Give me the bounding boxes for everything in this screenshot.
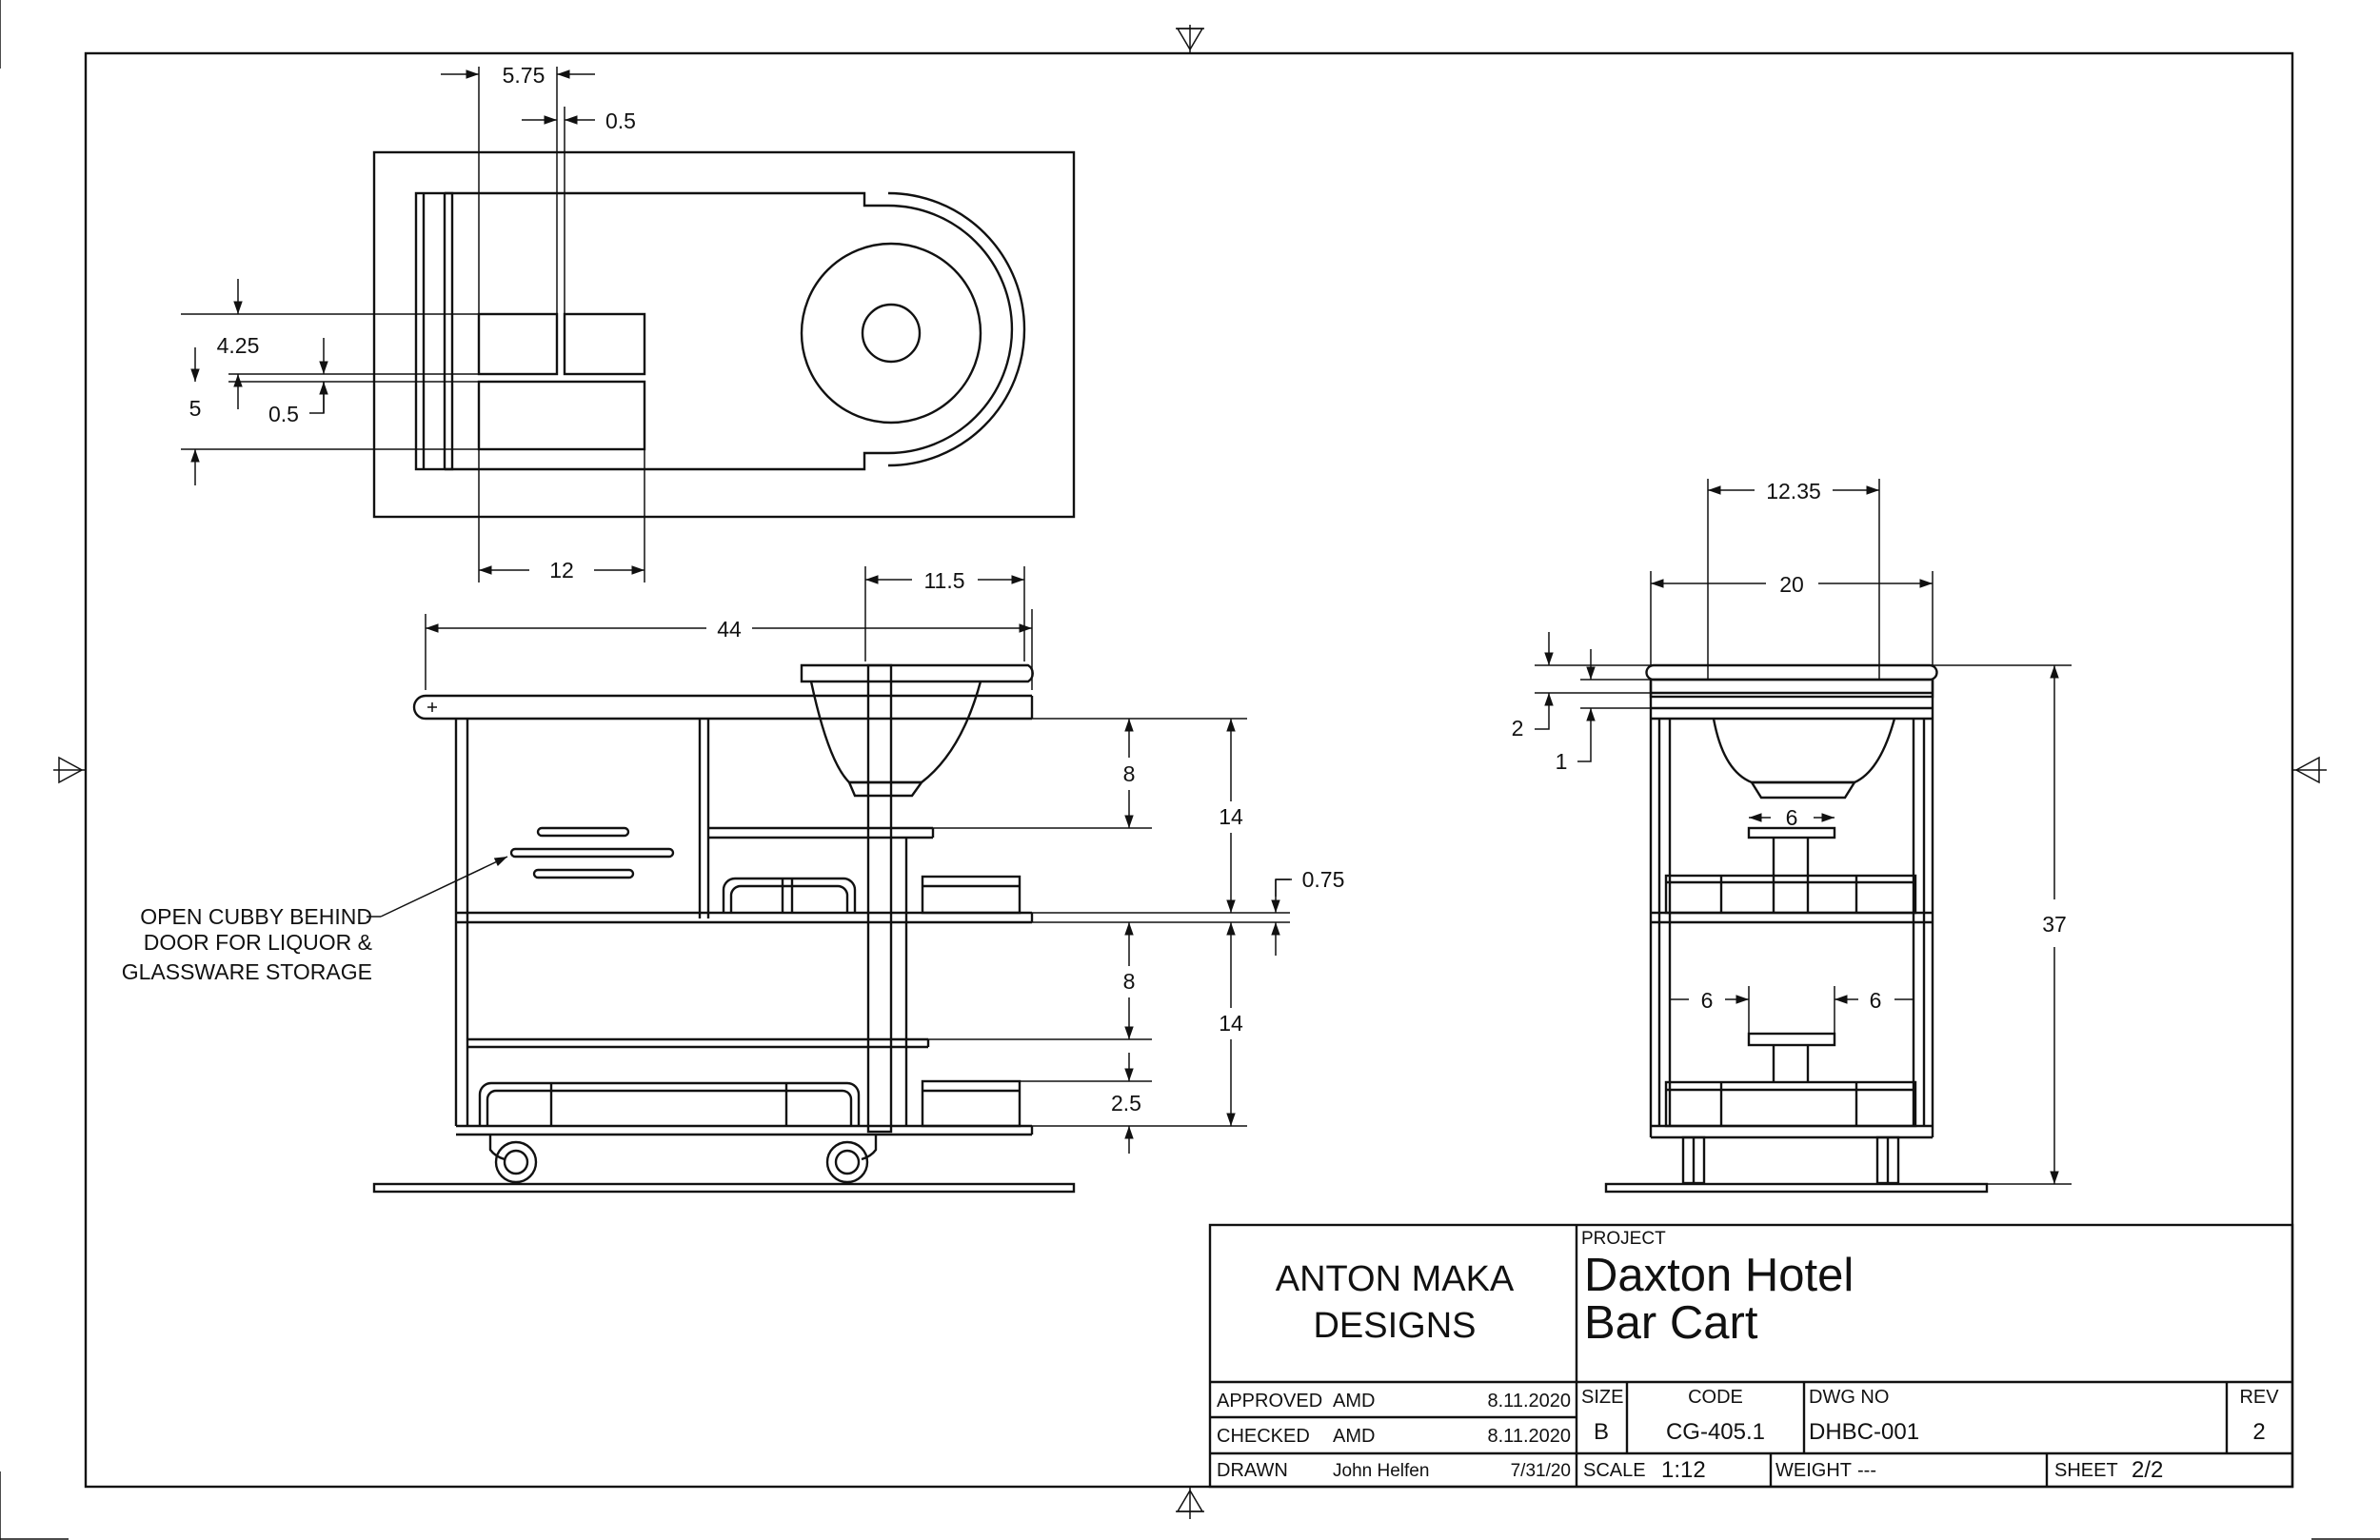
top-view: 5.75 0.5 4.25 5 0.5 12 [181, 63, 1076, 582]
company-name-line-1: ANTON MAKA [1276, 1259, 1515, 1299]
dim-0-5-top: 0.5 [605, 109, 636, 133]
drawn-by: John Helfen [1333, 1461, 1429, 1481]
checked-by: AMD [1333, 1426, 1375, 1447]
dim-0-5-left: 0.5 [268, 402, 299, 426]
callout-line-3: GLASSWARE STORAGE [122, 959, 372, 984]
scale-label: SCALE [1583, 1460, 1646, 1481]
dim-6-left: 6 [1701, 988, 1714, 1013]
size-value: B [1594, 1419, 1609, 1445]
dim-12-35: 12.35 [1766, 479, 1821, 503]
title-block: ANTON MAKA DESIGNS PROJECT Daxton Hotel … [1208, 1223, 2294, 1489]
dim-14-upper: 14 [1219, 804, 1243, 829]
size-label: SIZE [1581, 1387, 1623, 1408]
code-value: CG-405.1 [1666, 1419, 1765, 1445]
dim-6-right: 6 [1870, 988, 1882, 1013]
dim-2-5: 2.5 [1111, 1091, 1141, 1116]
weight-label: WEIGHT [1775, 1460, 1852, 1481]
dim-0-75: 0.75 [1302, 867, 1345, 892]
centering-mark-right [2292, 756, 2327, 784]
dim-44: 44 [717, 617, 742, 642]
dim-8-upper: 8 [1123, 761, 1136, 786]
dwg-no-value: DHBC-001 [1809, 1419, 1919, 1445]
callout-line-1: OPEN CUBBY BEHIND [140, 904, 372, 929]
scale-value: 1:12 [1661, 1457, 1706, 1483]
dim-8-lower: 8 [1123, 969, 1136, 994]
drawn-date: 7/31/20 [1511, 1461, 1571, 1481]
dim-20: 20 [1779, 572, 1804, 597]
rev-label: REV [2239, 1387, 2279, 1408]
dwg-no-label: DWG NO [1809, 1387, 1889, 1408]
project-label: PROJECT [1581, 1229, 1666, 1249]
approved-by: AMD [1333, 1391, 1375, 1412]
centering-mark-bottom [1176, 1487, 1204, 1519]
project-name-line-1: Daxton Hotel [1584, 1250, 1854, 1301]
weight-value: --- [1857, 1460, 1876, 1481]
checked-date: 8.11.2020 [1488, 1426, 1572, 1447]
company-name-line-2: DESIGNS [1313, 1306, 1476, 1346]
checked-label: CHECKED [1217, 1426, 1310, 1447]
centering-mark-left [53, 756, 86, 784]
dim-5-75: 5.75 [503, 63, 545, 88]
centering-mark-top [1176, 25, 1204, 53]
approved-label: APPROVED [1217, 1391, 1322, 1412]
dim-11-5: 11.5 [923, 568, 964, 593]
project-name-line-2: Bar Cart [1584, 1297, 1758, 1349]
dim-14-lower: 14 [1219, 1011, 1243, 1036]
code-label: CODE [1688, 1387, 1743, 1408]
sheet-label: SHEET [2054, 1460, 2118, 1481]
approved-date: 8.11.2020 [1488, 1391, 1572, 1412]
callout-line-2: DOOR FOR LIQUOR & [144, 930, 372, 955]
rev-value: 2 [2252, 1419, 2265, 1445]
side-view: 12.35 20 2 1 6 37 6 [1512, 479, 2072, 1194]
dim-12: 12 [549, 558, 574, 582]
dim-6-top: 6 [1786, 805, 1798, 830]
dim-5: 5 [189, 396, 202, 421]
front-view: 11.5 44 8 14 0.75 8 14 [122, 566, 1345, 1194]
sheet-value: 2/2 [2132, 1457, 2163, 1483]
dim-1: 1 [1556, 749, 1568, 774]
drawn-label: DRAWN [1217, 1460, 1288, 1481]
dim-4-25: 4.25 [217, 333, 260, 358]
dim-2: 2 [1512, 716, 1524, 740]
dim-37: 37 [2042, 912, 2067, 937]
